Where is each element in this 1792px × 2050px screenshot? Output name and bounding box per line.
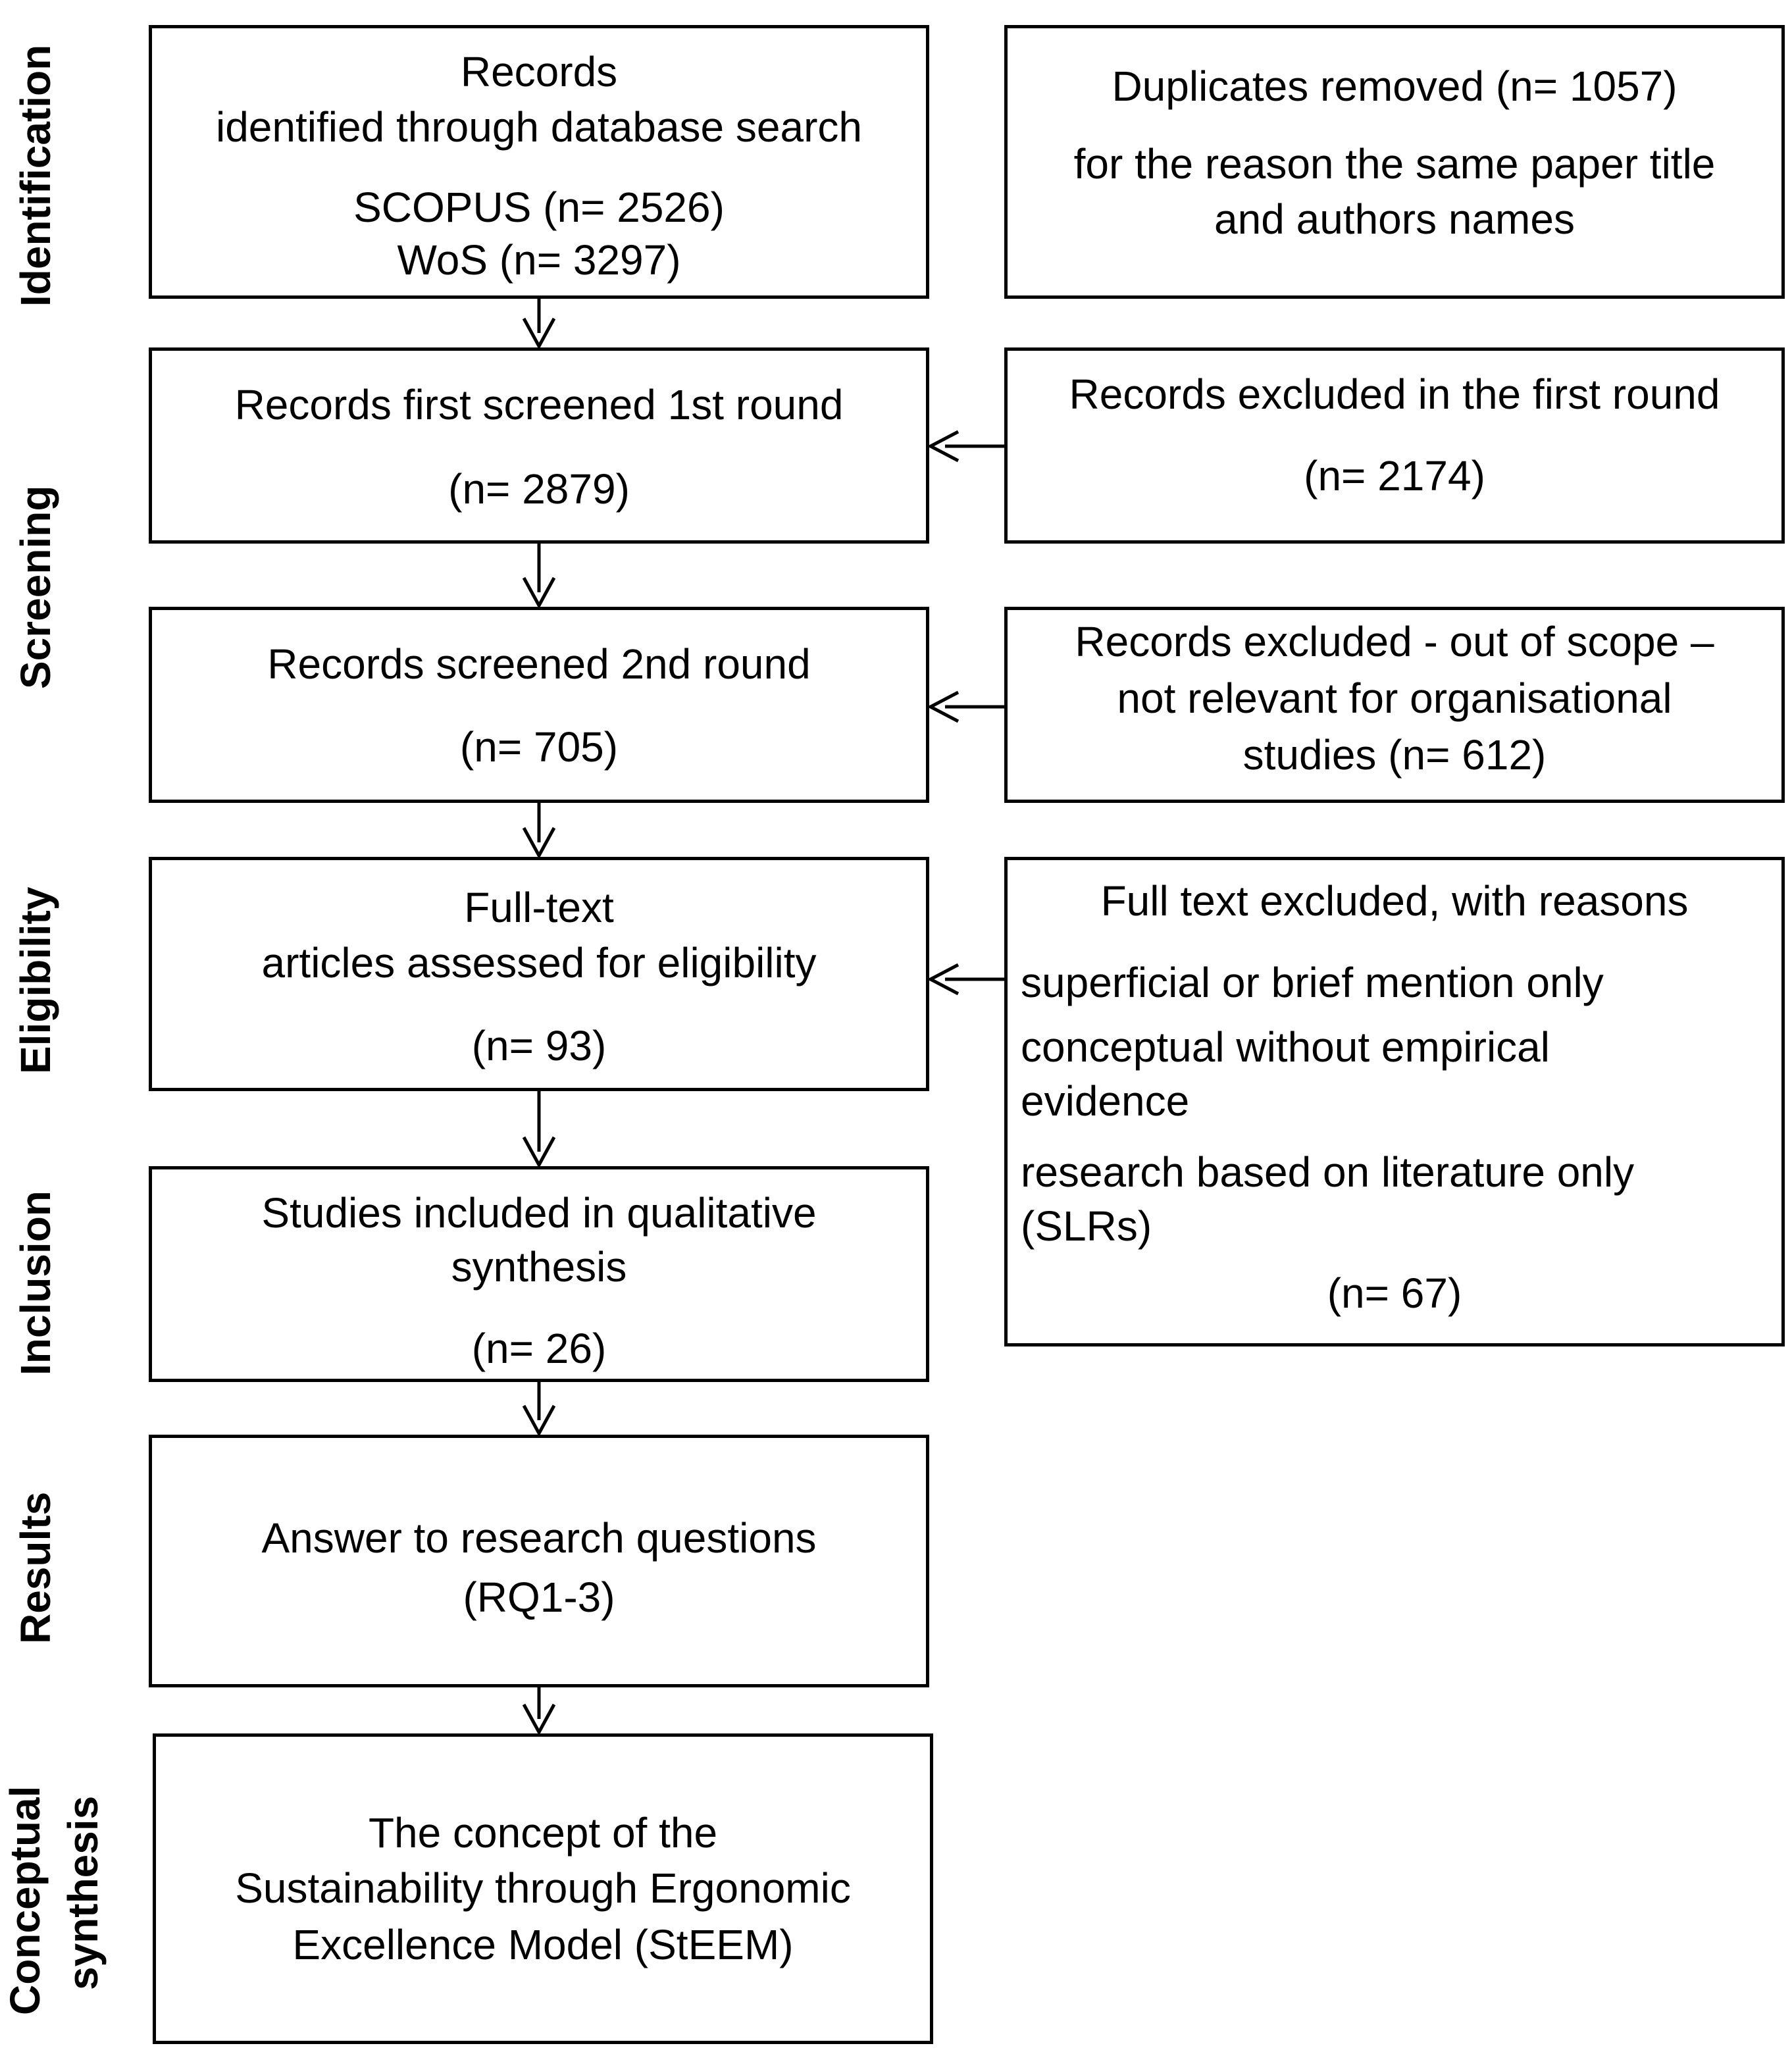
box-text: Records first screened 1st round [234,381,844,428]
box-text: for the reason the same paper title [1073,140,1716,188]
box-text: Studies included in qualitative [261,1189,817,1237]
fulltext-assessed-box: Full-text articles assessed for eligibil… [149,857,929,1091]
arrowhead [522,827,556,859]
box-text: WoS (n= 3297) [397,236,681,284]
duplicates-removed-box: Duplicates removed (n= 1057) for the rea… [1004,25,1785,299]
fulltext-excluded-box: Full text excluded, with reasons superfi… [1004,857,1785,1346]
results-box: Answer to research questions (RQ1-3) [149,1435,929,1687]
concept-model-box: The concept of the Sustainability throug… [153,1733,933,2044]
excluded-first-round-box: Records excluded in the first round (n= … [1004,347,1785,544]
box-text: studies (n= 612) [1242,731,1547,779]
box-text: and authors names [1214,195,1575,243]
records-identified-box: Records identified through database sear… [149,25,929,299]
exclusion-reason: (SLRs) [1021,1202,1152,1250]
box-text: articles assessed for eligibility [261,939,817,987]
box-text: (RQ1-3) [463,1574,615,1621]
box-text: (n= 67) [1327,1269,1462,1317]
box-text: (n= 2174) [1304,452,1485,500]
excluded-out-of-scope-box: Records excluded - out of scope – not re… [1004,607,1785,803]
studies-included-box: Studies included in qualitative synthesi… [149,1166,929,1382]
box-text: identified through database search [215,103,863,151]
arrowhead [927,963,960,996]
box-text: Sustainability through Ergonomic [235,1864,851,1912]
box-text: Records excluded - out of scope – [1075,618,1714,665]
box-text: Records excluded in the first round [1069,371,1720,418]
box-text: Full text excluded, with reasons [1100,877,1689,925]
box-text: The concept of the [368,1809,718,1857]
arrowhead [522,577,556,609]
arrowhead [522,1136,556,1169]
box-text: (n= 93) [471,1022,607,1069]
box-text: SCOPUS (n= 2526) [353,184,725,231]
box-text: Full-text [464,884,614,931]
exclusion-reason: conceptual without empirical [1021,1023,1550,1071]
box-text: Duplicates removed (n= 1057) [1112,63,1677,110]
box-text: (n= 2879) [448,465,630,513]
box-text: Answer to research questions [261,1514,817,1562]
arrowhead [522,1703,556,1736]
first-round-box: Records first screened 1st round (n= 287… [149,347,929,544]
arrowhead [927,690,960,723]
box-text: Records [460,48,618,95]
box-text: not relevant for organisational [1117,675,1672,722]
box-text: Records screened 2nd round [267,640,811,688]
arrowhead [522,1404,556,1437]
box-text: synthesis [451,1243,627,1291]
box-text: (n= 705) [459,723,619,771]
exclusion-reason: research based on literature only [1021,1148,1635,1196]
box-text: (n= 26) [471,1325,607,1372]
box-text: Excellence Model (StEEM) [292,1921,794,1968]
exclusion-reason: superficial or brief mention only [1021,959,1604,1006]
exclusion-reason: evidence [1021,1077,1190,1125]
arrowhead [522,317,556,350]
second-round-box: Records screened 2nd round (n= 705) [149,607,929,803]
arrowhead [927,430,960,463]
